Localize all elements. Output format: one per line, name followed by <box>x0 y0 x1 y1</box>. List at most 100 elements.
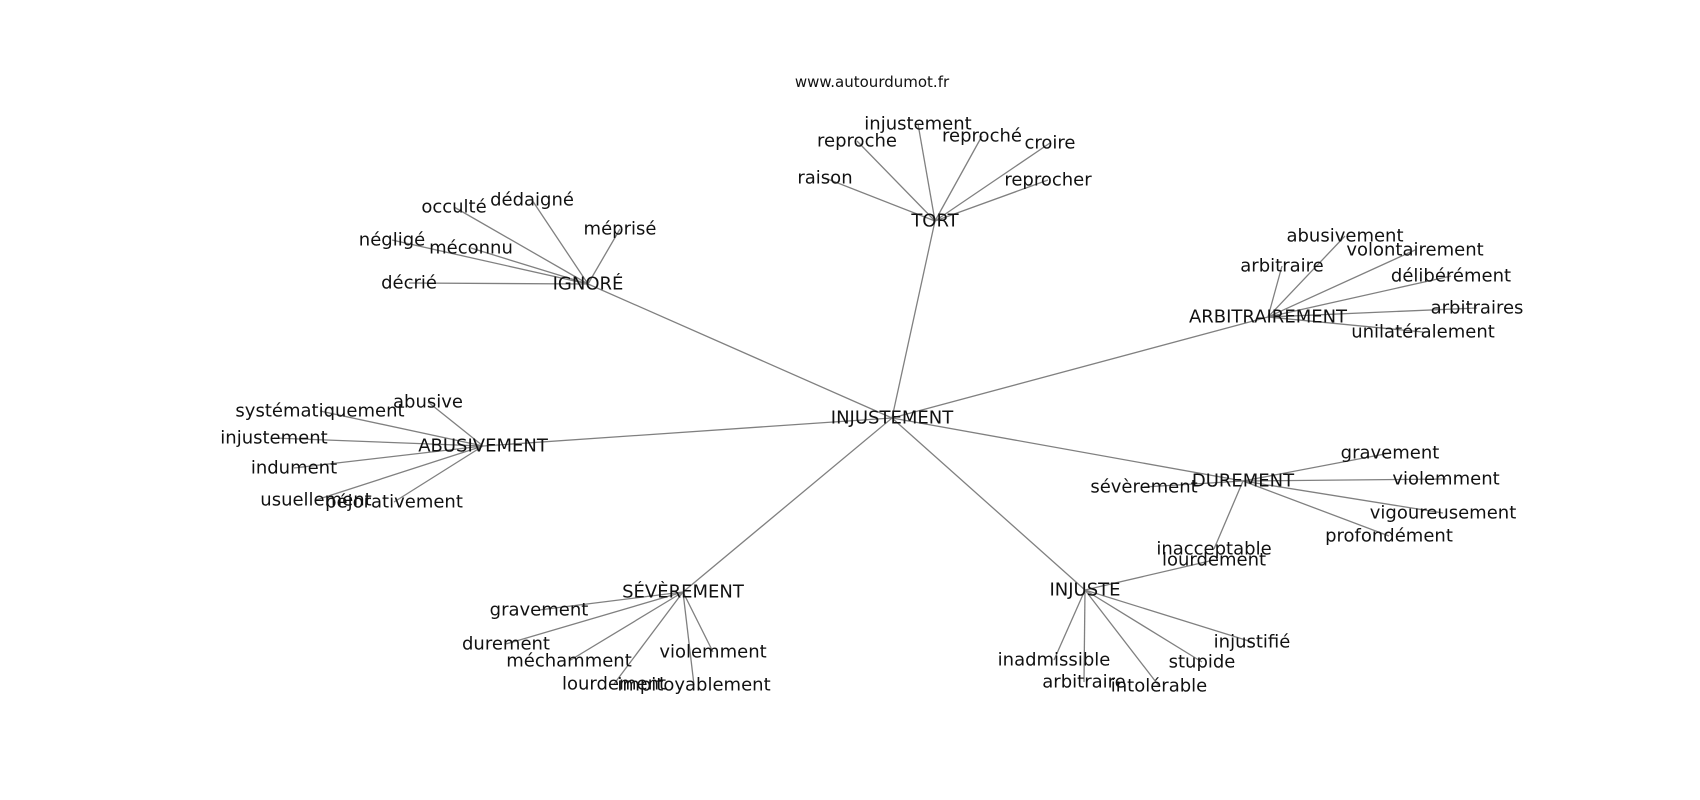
leaf-word-label[interactable]: violemment <box>659 642 766 663</box>
edge-hub-to-leaf <box>1267 316 1424 333</box>
leaf-word-label[interactable]: impitoyablement <box>617 675 770 696</box>
edge-hub-to-leaf <box>1143 480 1244 488</box>
hub-word-label[interactable]: DUREMENT <box>1192 471 1295 492</box>
edge-hub-to-leaf <box>917 123 936 222</box>
edge-hub-to-leaf <box>1084 589 1160 687</box>
leaf-word-label[interactable]: méconnu <box>429 238 513 259</box>
edge-hub-to-leaf <box>1267 265 1283 318</box>
center-word-label[interactable]: INJUSTEMENT <box>831 408 954 429</box>
edge-hub-to-leaf <box>934 179 1049 222</box>
edge-hub-to-leaf <box>1084 559 1215 591</box>
leaf-word-label[interactable]: systématiquement <box>235 401 404 422</box>
leaf-word-label[interactable]: sévèrement <box>1090 477 1197 498</box>
hub-word-label[interactable]: SÉVÈREMENT <box>622 581 745 603</box>
leaf-word-label[interactable]: décrié <box>381 273 437 294</box>
edge-hub-to-leaf <box>408 282 589 285</box>
leaf-word-label[interactable]: volontairement <box>1346 240 1483 261</box>
edge-hub-to-leaf <box>1242 480 1390 537</box>
leaf-word-label[interactable]: durement <box>462 634 550 655</box>
leaf-word-label[interactable]: profondément <box>1325 526 1453 547</box>
edge-hub-to-leaf <box>1267 249 1416 318</box>
leaf-word-label[interactable]: inadmissible <box>998 650 1111 671</box>
edge-hub-to-leaf <box>682 591 695 686</box>
edge-hub-to-leaf <box>319 410 484 447</box>
edge-hub-to-leaf <box>1267 275 1452 318</box>
leaf-word-label[interactable]: inacceptable <box>1156 539 1271 560</box>
edge-hub-to-leaf <box>393 445 484 503</box>
edge-center-to-hub <box>891 417 1086 591</box>
leaf-word-label[interactable]: stupide <box>1169 652 1236 673</box>
hub-word-label[interactable]: ABUSIVEMENT <box>418 436 549 457</box>
leaf-word-label[interactable]: abusivement <box>1286 226 1403 247</box>
leaf-word-label[interactable]: délibérément <box>1391 266 1511 287</box>
leaf-word-label[interactable]: dédaigné <box>490 190 574 211</box>
leaf-word-label[interactable]: péjorativement <box>325 492 463 513</box>
edge-hub-to-leaf <box>470 247 589 285</box>
leaf-word-label[interactable]: unilatéralement <box>1351 322 1495 343</box>
edge-center-to-hub <box>891 417 1244 482</box>
leaf-word-label[interactable]: intolérable <box>1111 676 1208 697</box>
edge-center-to-hub <box>587 283 893 419</box>
edge-hub-to-leaf <box>538 591 684 611</box>
leaf-word-label[interactable]: reproché <box>942 126 1022 147</box>
leaf-word-label[interactable]: gravement <box>490 600 589 621</box>
edge-hub-to-leaf <box>568 591 684 662</box>
leaf-word-label[interactable]: injustement <box>864 114 971 135</box>
leaf-word-label[interactable]: reproche <box>817 131 897 152</box>
hub-word-label[interactable]: TORT <box>910 211 959 232</box>
hub-word-label[interactable]: ARBITRAIREMENT <box>1189 307 1348 328</box>
edge-hub-to-leaf <box>1267 235 1346 318</box>
edge-center-to-hub <box>891 220 936 419</box>
edge-hub-to-leaf <box>1084 589 1203 663</box>
edge-hub-to-leaf <box>453 206 589 285</box>
edge-hub-to-leaf <box>1053 589 1086 661</box>
leaf-word-label[interactable]: lourdement <box>1162 550 1266 571</box>
edge-hub-to-leaf <box>587 228 621 285</box>
leaf-word-label[interactable]: violemment <box>1392 469 1499 490</box>
leaf-word-label[interactable]: arbitraire <box>1042 672 1125 693</box>
edges-layer <box>273 123 1478 687</box>
edge-hub-to-leaf <box>1083 589 1086 683</box>
leaf-word-label[interactable]: arbitraire <box>1240 256 1323 277</box>
edge-center-to-hub <box>682 417 893 593</box>
edge-hub-to-leaf <box>934 135 983 222</box>
edge-hub-to-leaf <box>856 140 936 222</box>
leaf-word-label[interactable]: usuellement <box>260 490 371 511</box>
edge-hub-to-leaf <box>293 445 484 469</box>
edge-hub-to-leaf <box>1267 307 1478 318</box>
hub-word-label[interactable]: IGNORÉ <box>553 273 624 295</box>
leaf-word-label[interactable]: injustifié <box>1214 632 1291 653</box>
hub-word-label[interactable]: INJUSTE <box>1049 580 1120 601</box>
edge-hub-to-leaf <box>391 239 589 285</box>
leaf-word-label[interactable]: méprisé <box>584 219 657 240</box>
leaf-word-label[interactable]: croire <box>1025 133 1076 154</box>
edge-hub-to-leaf <box>273 437 484 447</box>
edge-hub-to-leaf <box>934 142 1051 222</box>
leaf-word-label[interactable]: vigoureusement <box>1370 503 1517 524</box>
edge-hub-to-leaf <box>427 401 484 447</box>
edge-hub-to-leaf <box>682 591 714 653</box>
leaf-word-label[interactable]: abusive <box>393 392 463 413</box>
leaf-word-label[interactable]: lourdement <box>562 674 666 695</box>
edge-hub-to-leaf <box>613 591 684 685</box>
edge-hub-to-leaf <box>1242 452 1391 482</box>
leaf-word-label[interactable]: reprocher <box>1004 170 1092 191</box>
leaf-word-label[interactable]: négligé <box>359 230 425 251</box>
leaf-word-label[interactable]: injustement <box>220 428 327 449</box>
leaf-word-label[interactable]: occulté <box>421 197 486 218</box>
edge-hub-to-leaf <box>1242 480 1444 514</box>
edge-hub-to-leaf <box>1242 478 1447 482</box>
edge-hub-to-leaf <box>1084 589 1253 643</box>
leaf-word-label[interactable]: gravement <box>1341 443 1440 464</box>
edge-hub-to-leaf <box>824 177 936 222</box>
edge-hub-to-leaf <box>315 445 484 501</box>
edge-hub-to-leaf <box>505 591 684 645</box>
leaf-word-label[interactable]: raison <box>797 168 852 189</box>
edge-center-to-hub <box>482 417 893 447</box>
leaf-word-label[interactable]: arbitraires <box>1431 298 1524 319</box>
leaf-word-label[interactable]: indument <box>251 458 337 479</box>
leaf-word-label[interactable]: méchamment <box>506 651 632 672</box>
